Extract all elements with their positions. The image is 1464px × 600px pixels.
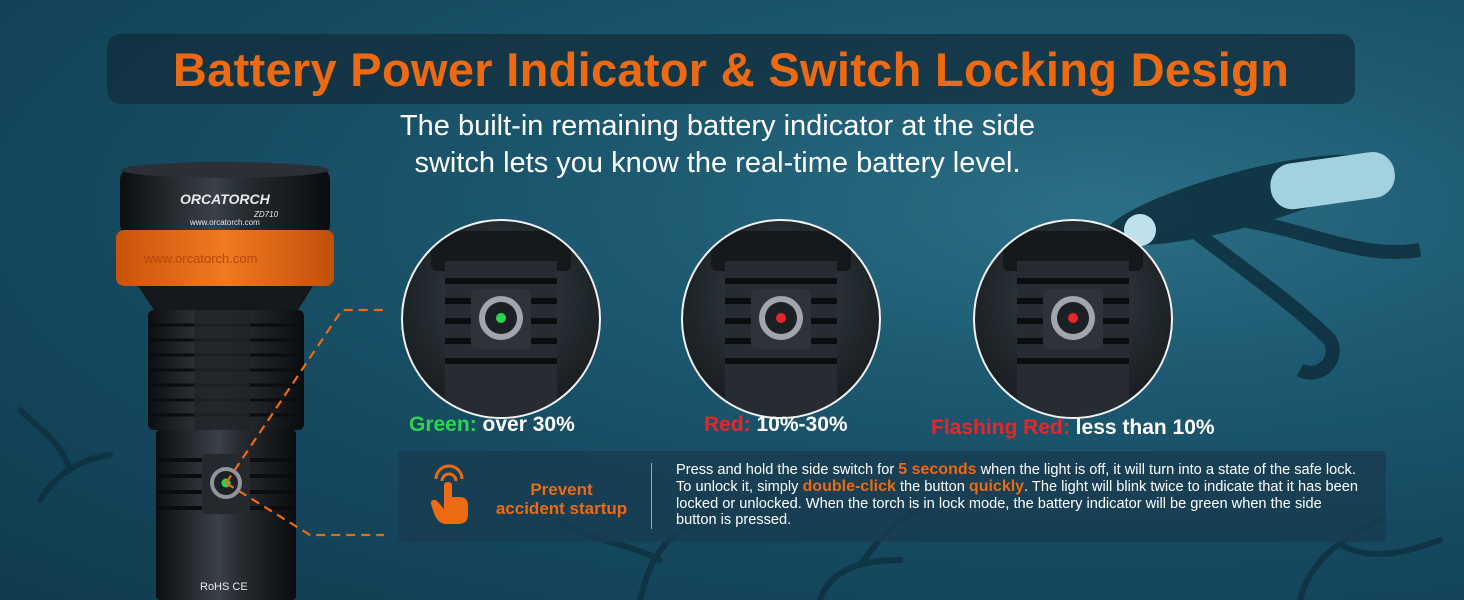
prevent-heading: Prevent accident startup	[474, 480, 649, 518]
label-green-state: Green:	[409, 413, 477, 436]
desc-highlight-1: 5 seconds	[898, 461, 977, 478]
torch-model: ZD710	[253, 210, 279, 219]
desc-highlight-3: quickly	[968, 477, 1025, 495]
title-banner: Battery Power Indicator & Switch Locking…	[107, 34, 1355, 104]
label-flashing-red-desc: less than 10%	[1069, 416, 1215, 439]
subtitle-line-2: switch lets you know the real-time batte…	[414, 147, 1021, 179]
label-red: Red: 10%-30%	[704, 413, 848, 437]
indicator-red-closeup	[681, 219, 881, 419]
band-text: www.orcatorch.com	[143, 251, 257, 266]
subtitle: The built-in remaining battery indicator…	[330, 108, 1105, 182]
desc-text-2: when the light is off, it will turn into…	[676, 462, 1356, 495]
flashlight-image: ORCATORCH ZD710 www.orcatorch.com www.or…	[116, 162, 334, 600]
torch-brand: ORCATORCH	[180, 191, 271, 207]
panel-divider	[651, 463, 652, 529]
green-led	[496, 313, 506, 323]
label-red-desc: 10%-30%	[750, 413, 848, 436]
subtitle-line-1: The built-in remaining battery indicator…	[399, 110, 1036, 142]
label-green-desc: over 30%	[476, 413, 575, 436]
prevent-heading-line-2: accident startup	[495, 499, 628, 518]
prevent-heading-line-1: Prevent	[530, 480, 593, 499]
desc-highlight-2: double-click	[802, 477, 896, 495]
desc-text-4: . The light will blink twice to indicate…	[676, 478, 1359, 529]
lock-description: Press and hold the side switch for 5 sec…	[676, 461, 1366, 529]
label-green: Green: over 30%	[409, 413, 575, 437]
red-led	[776, 313, 786, 323]
page-title: Battery Power Indicator & Switch Locking…	[172, 42, 1290, 96]
label-flashing-red-state: Flashing Red:	[931, 416, 1070, 439]
cert-marks: RoHS CE	[200, 581, 248, 593]
desc-text-1: Press and hold the side switch for	[676, 462, 899, 478]
diver-silhouette	[1104, 152, 1422, 380]
label-flashing-red: Flashing Red: less than 10%	[931, 416, 1215, 440]
finger-press-icon	[430, 464, 468, 524]
lock-info-panel: Prevent accident startup Press and hold …	[398, 451, 1386, 542]
indicator-green-closeup	[401, 219, 601, 419]
flashing-red-led	[1068, 313, 1078, 323]
desc-text-3: the button	[895, 478, 969, 495]
indicator-flashing-red-closeup	[973, 219, 1173, 419]
label-red-state: Red:	[704, 413, 751, 436]
torch-website: www.orcatorch.com	[189, 218, 260, 227]
